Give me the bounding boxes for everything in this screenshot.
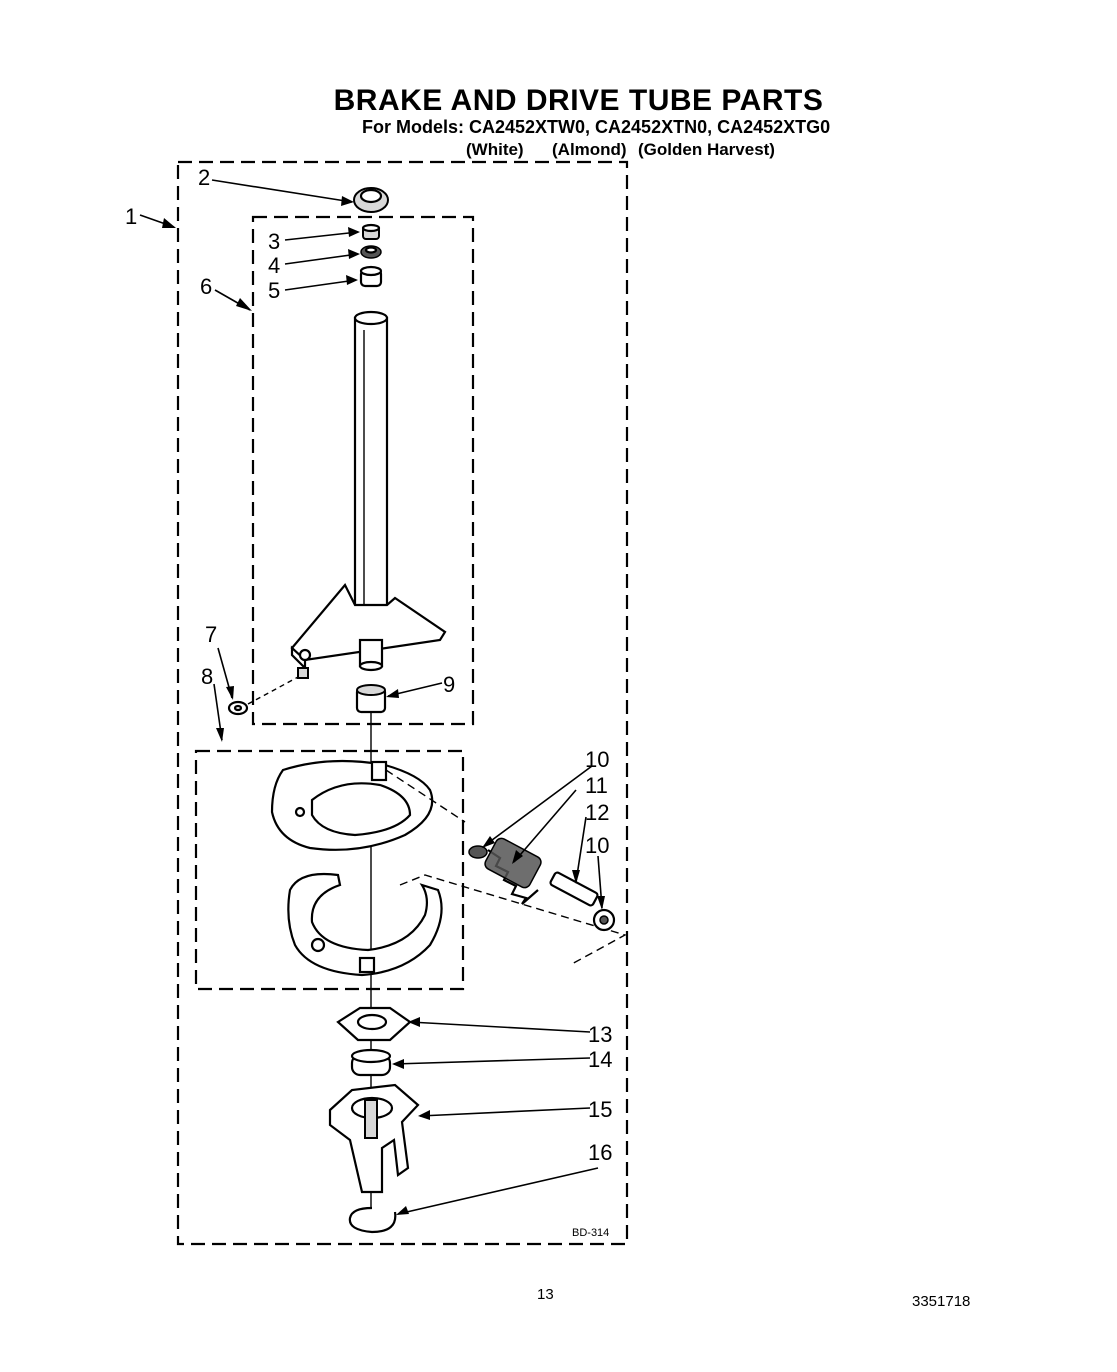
color-almond: (Almond) (552, 140, 627, 159)
arrow-heads (162, 196, 605, 1215)
part-drive-tube (290, 310, 447, 672)
callout-12: 12 (585, 800, 610, 825)
part-brake-shoe-lower (287, 872, 443, 977)
page-title: BRAKE AND DRIVE TUBE PARTS (333, 84, 824, 117)
part-ring (350, 1048, 392, 1077)
assembly-box-outer (176, 160, 629, 1246)
callout-10a: 10 (585, 747, 610, 772)
callout-10b: 10 (585, 833, 610, 858)
color-white: (White) (466, 140, 524, 159)
guide-line-upper (385, 769, 466, 823)
callout-5: 5 (268, 278, 281, 303)
callout-7: 7 (205, 622, 218, 647)
callout-2: 2 (198, 165, 211, 190)
part-flange (336, 1006, 412, 1042)
assembly-box-drive-tube (251, 215, 475, 726)
diagram-code: BD-314 (572, 1227, 610, 1239)
models-line: For Models: CA2452XTW0, CA2452XTN0, CA24… (362, 117, 831, 137)
part-spring-assembly (468, 837, 616, 932)
part-bushing-9 (355, 684, 387, 714)
part-washer-4 (360, 245, 382, 259)
callout-8: 8 (201, 664, 214, 689)
callout-4: 4 (268, 253, 281, 278)
document-number: 3351718 (912, 1293, 971, 1310)
callout-3: 3 (268, 229, 281, 254)
callout-14: 14 (588, 1047, 613, 1072)
guide-line-lower (399, 874, 627, 966)
assembly-box-brake (194, 749, 465, 991)
callout-13: 13 (588, 1022, 613, 1047)
part-clip (227, 667, 309, 716)
part-retaining-ring (348, 1206, 397, 1234)
part-brake-shoe-upper (270, 759, 434, 851)
color-golden-harvest: (Golden Harvest) (638, 140, 775, 159)
callout-15: 15 (588, 1097, 613, 1122)
callout-1: 1 (125, 204, 138, 229)
part-bearing-5 (359, 265, 383, 288)
part-seal (353, 187, 389, 213)
callout-9: 9 (443, 672, 456, 697)
part-bushing-3 (361, 223, 381, 240)
callout-11: 11 (585, 773, 608, 798)
part-drive-block (328, 1083, 420, 1194)
callout-16: 16 (588, 1140, 613, 1165)
callout-6: 6 (200, 274, 213, 299)
page-number: 13 (537, 1286, 554, 1303)
